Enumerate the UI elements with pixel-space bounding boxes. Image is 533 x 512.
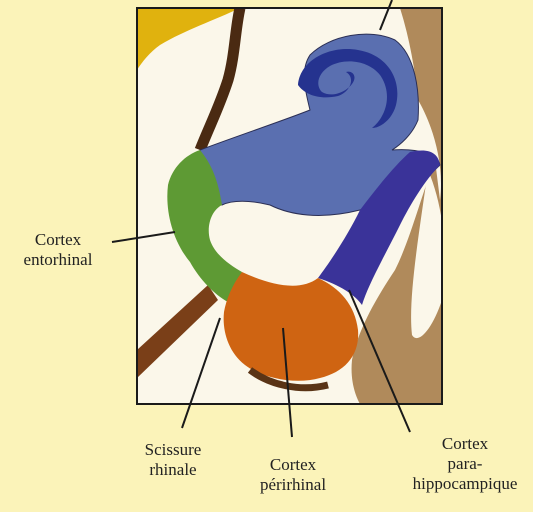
- label-entorhinal-line1: Cortex: [8, 230, 108, 250]
- label-entorhinal-line2: entorhinal: [8, 250, 108, 270]
- label-rhinal-line1: Scissure: [118, 440, 228, 460]
- label-perirhinal: Cortex périrhinal: [248, 455, 338, 495]
- label-parahippocampal: Cortex para- hippocampique: [405, 434, 525, 494]
- label-rhinal: Scissure rhinale: [118, 440, 228, 480]
- label-parahippocampal-line3: hippocampique: [405, 474, 525, 494]
- label-parahippocampal-line1: Cortex: [405, 434, 525, 454]
- label-rhinal-line2: rhinale: [118, 460, 228, 480]
- label-parahippocampal-line2: para-: [405, 454, 525, 474]
- label-entorhinal: Cortex entorhinal: [8, 230, 108, 270]
- label-perirhinal-line2: périrhinal: [248, 475, 338, 495]
- label-perirhinal-line1: Cortex: [248, 455, 338, 475]
